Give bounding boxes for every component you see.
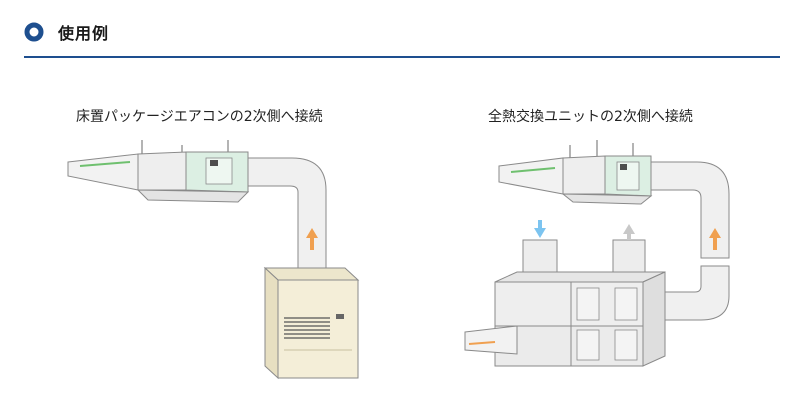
illustration-heat-exchanger: [464, 140, 730, 367]
section-header: 使用例: [24, 12, 780, 58]
ring-icon: [24, 22, 44, 42]
section-title: 使用例: [58, 24, 110, 43]
example-label-floor-ac: 床置パッケージエアコンの2次側へ接続: [76, 109, 323, 125]
up-arrow-icon: [709, 228, 721, 250]
down-arrow-icon: [534, 220, 546, 238]
up-arrow-icon: [306, 228, 318, 250]
example-label-heat-exchanger: 全熱交換ユニットの2次側へ接続: [488, 109, 693, 125]
up-arrow-icon: [623, 224, 635, 240]
illustration-floor-ac: [67, 140, 360, 380]
section-divider: [24, 56, 780, 58]
